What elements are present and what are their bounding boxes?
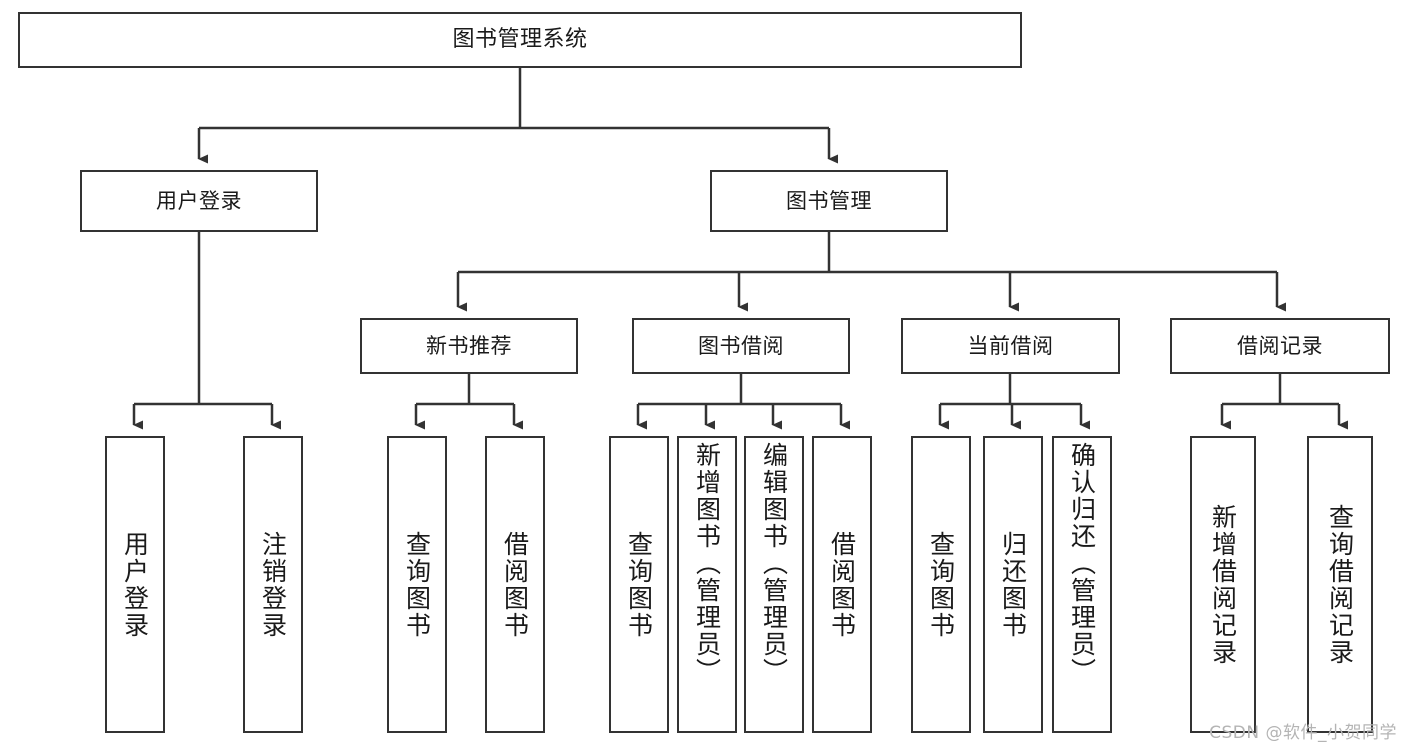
node-label: 用户登录 xyxy=(156,188,242,213)
node-label: 查询图书 xyxy=(926,530,956,639)
node-leaf-borrow-book-2[interactable]: 借阅图书 xyxy=(812,436,872,733)
node-label: 注销登录 xyxy=(258,530,288,639)
node-label: 新增图书（管理员） xyxy=(692,442,722,685)
node-label: 图书管理 xyxy=(786,188,872,213)
node-label: 查询图书 xyxy=(624,530,654,639)
node-borrow-record[interactable]: 借阅记录 xyxy=(1170,318,1390,374)
node-leaf-add-record[interactable]: 新增借阅记录 xyxy=(1190,436,1256,733)
node-label: 查询借阅记录 xyxy=(1325,503,1355,666)
node-label: 用户登录 xyxy=(120,530,150,639)
node-root[interactable]: 图书管理系统 xyxy=(18,12,1022,68)
node-leaf-query-book-2[interactable]: 查询图书 xyxy=(609,436,669,733)
node-label: 确认归还（管理员） xyxy=(1067,442,1097,685)
node-leaf-add-book[interactable]: 新增图书（管理员） xyxy=(677,436,737,733)
node-label: 当前借阅 xyxy=(967,333,1054,358)
node-new-book-rec[interactable]: 新书推荐 xyxy=(360,318,578,374)
node-leaf-return-book[interactable]: 归还图书 xyxy=(983,436,1043,733)
node-label: 图书借阅 xyxy=(698,333,784,358)
node-leaf-query-record[interactable]: 查询借阅记录 xyxy=(1307,436,1373,733)
watermark-text: CSDN @软件_小贺同学 xyxy=(1209,723,1397,743)
node-leaf-query-book-1[interactable]: 查询图书 xyxy=(387,436,447,733)
node-leaf-borrow-book-1[interactable]: 借阅图书 xyxy=(485,436,545,733)
node-leaf-query-book-3[interactable]: 查询图书 xyxy=(911,436,971,733)
node-current-borrow[interactable]: 当前借阅 xyxy=(901,318,1120,374)
node-label: 图书管理系统 xyxy=(452,27,588,53)
node-label: 新书推荐 xyxy=(426,333,512,358)
node-leaf-edit-book[interactable]: 编辑图书（管理员） xyxy=(744,436,804,733)
node-label: 新增借阅记录 xyxy=(1208,503,1238,666)
node-leaf-logout[interactable]: 注销登录 xyxy=(243,436,303,733)
node-user-login[interactable]: 用户登录 xyxy=(80,170,318,232)
node-leaf-user-login[interactable]: 用户登录 xyxy=(105,436,165,733)
node-label: 查询图书 xyxy=(402,530,432,639)
node-label: 借阅图书 xyxy=(827,530,857,639)
node-book-borrow[interactable]: 图书借阅 xyxy=(632,318,850,374)
node-label: 借阅图书 xyxy=(500,530,530,639)
node-label: 编辑图书（管理员） xyxy=(759,442,789,685)
node-label: 归还图书 xyxy=(998,530,1028,639)
node-leaf-confirm-return[interactable]: 确认归还（管理员） xyxy=(1052,436,1112,733)
node-label: 借阅记录 xyxy=(1237,333,1323,358)
node-book-manage[interactable]: 图书管理 xyxy=(710,170,948,232)
